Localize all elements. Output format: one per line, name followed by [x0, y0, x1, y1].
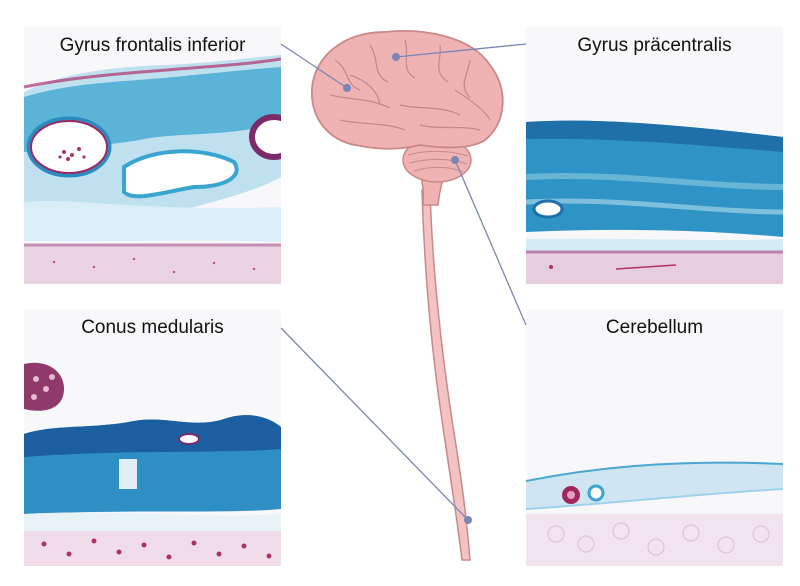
panel-label: Gyrus frontalis inferior	[59, 35, 246, 56]
panel-label: Conus medularis	[81, 317, 224, 338]
histology-panel-conus-medularis: Conus medularis	[24, 309, 281, 566]
histology-image-frontalis	[24, 27, 281, 284]
connector-lines	[280, 43, 527, 521]
histology-image-cerebellum	[526, 309, 783, 566]
histology-image-praecentralis	[526, 27, 783, 284]
cerebrum	[311, 30, 504, 150]
connector-dots	[343, 53, 472, 524]
histology-image-conus	[24, 309, 281, 566]
panel-label: Cerebellum	[605, 317, 704, 338]
histology-panel-cerebellum: Cerebellum	[526, 309, 783, 566]
spinal-cord	[421, 189, 471, 561]
histology-panel-gyrus-frontalis-inferior: Gyrus frontalis inferior	[24, 27, 281, 284]
cerebellum	[402, 137, 472, 183]
panel-label: Gyrus präcentralis	[577, 35, 732, 56]
brainstem	[408, 149, 457, 206]
histology-panel-gyrus-praecentralis: Gyrus präcentralis	[526, 27, 783, 284]
